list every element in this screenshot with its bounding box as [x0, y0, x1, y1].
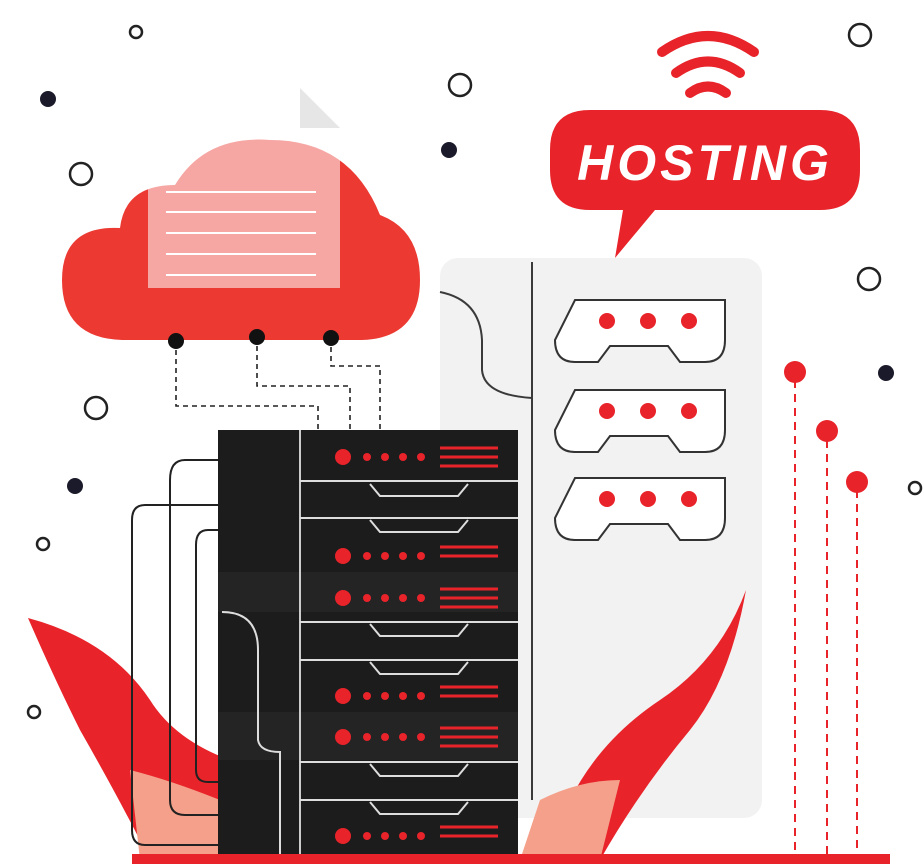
cloud-connectors	[175, 337, 381, 430]
document-icon	[148, 88, 340, 288]
server-unit	[300, 587, 518, 637]
panel-slot	[553, 299, 726, 363]
server-unit	[300, 799, 518, 844]
connector-nodes	[168, 329, 339, 349]
panel-connector	[439, 291, 533, 399]
speech-bubble	[550, 110, 860, 258]
server-unit	[300, 726, 518, 777]
decorative-rings	[26, 22, 923, 720]
signal-pins	[784, 361, 868, 860]
wifi-icon	[657, 31, 759, 98]
panel-slot	[553, 389, 726, 453]
hosting-label: HOSTING	[577, 135, 833, 191]
server-rack	[218, 430, 518, 860]
base-bar	[132, 854, 890, 864]
panel-slot	[553, 477, 726, 541]
server-unit	[300, 659, 518, 704]
rack-cables	[131, 459, 220, 846]
server-unit	[300, 517, 518, 564]
flame-left	[28, 618, 240, 860]
decorative-dots	[40, 91, 894, 494]
flame-right	[520, 590, 746, 860]
server-unit	[300, 446, 518, 497]
